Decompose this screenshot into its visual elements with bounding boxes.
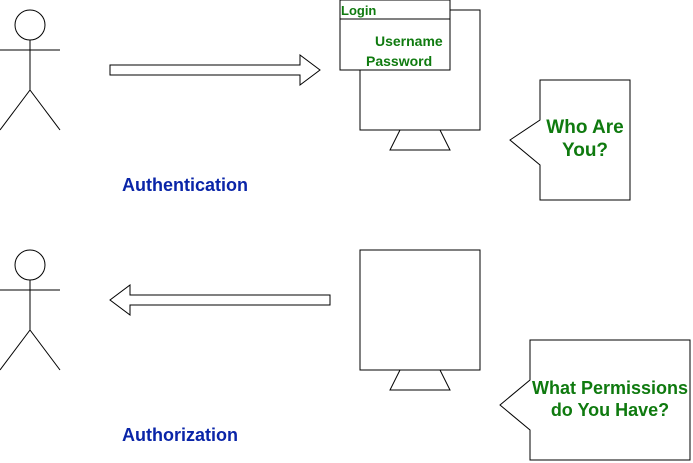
user-leg-right bbox=[29, 329, 61, 371]
login-box-frame bbox=[339, 0, 451, 71]
login-box bbox=[339, 0, 451, 71]
arrow-left bbox=[109, 284, 331, 316]
login-username-label: Username bbox=[375, 33, 443, 49]
user-leg-left bbox=[0, 89, 31, 131]
monitor-stand bbox=[389, 129, 451, 151]
user-leg-left bbox=[0, 329, 31, 371]
user-head bbox=[14, 249, 46, 281]
user-head bbox=[14, 9, 46, 41]
speech-text-authorization: What Permissions do You Have? bbox=[531, 378, 689, 420]
speech-bubble-authorization bbox=[499, 339, 691, 461]
speech-bubble-authentication bbox=[509, 79, 631, 201]
login-title: Login bbox=[341, 3, 377, 18]
arrow-right bbox=[109, 54, 321, 86]
speech-text-authentication: Who Are You? bbox=[546, 117, 624, 161]
label-authorization: Authorization bbox=[122, 425, 238, 445]
user-figure-authentication bbox=[0, 9, 61, 131]
user-leg-right bbox=[29, 89, 61, 131]
login-password-label: Password bbox=[366, 53, 433, 69]
monitor-screen bbox=[359, 249, 481, 371]
monitor-authorization bbox=[359, 249, 481, 391]
monitor-stand bbox=[389, 369, 451, 391]
label-authentication: Authentication bbox=[122, 175, 248, 195]
user-figure-authorization bbox=[0, 249, 61, 371]
